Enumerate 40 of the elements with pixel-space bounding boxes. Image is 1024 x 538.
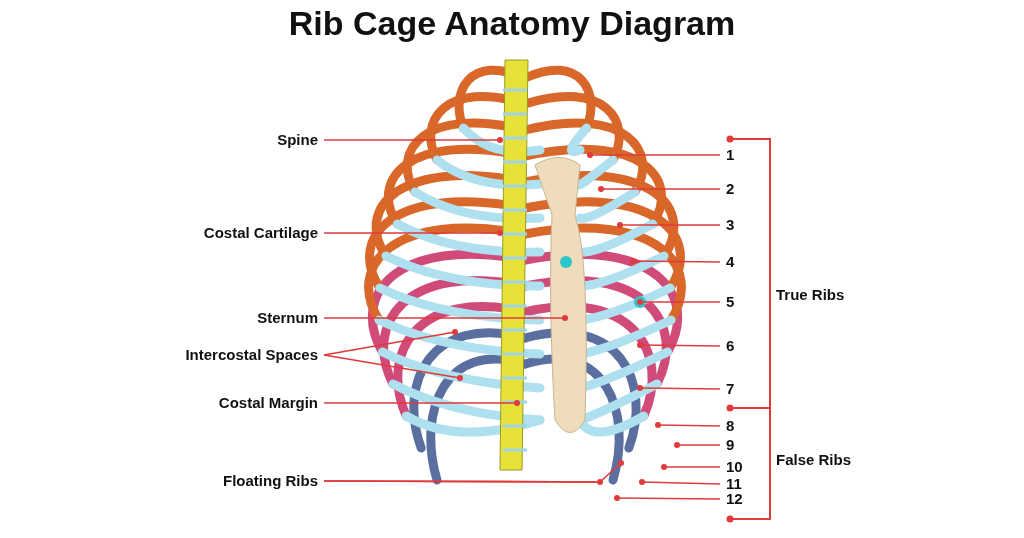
leader-line bbox=[637, 342, 721, 348]
leader-line bbox=[661, 464, 721, 470]
leader-line bbox=[639, 479, 721, 485]
leader-line bbox=[323, 315, 568, 321]
leader-line bbox=[323, 354, 463, 381]
leader-line bbox=[323, 230, 503, 236]
part-label: False Ribs bbox=[776, 451, 852, 469]
leader-line bbox=[323, 400, 520, 406]
part-label: Sternum bbox=[257, 309, 318, 327]
leader-line bbox=[617, 222, 721, 228]
leader-line bbox=[655, 422, 721, 428]
callout-number: 11 bbox=[726, 475, 742, 493]
leader-line bbox=[323, 329, 458, 356]
leader-line bbox=[598, 186, 721, 192]
callout-number: 12 bbox=[726, 490, 743, 508]
callout-number: 9 bbox=[726, 436, 735, 454]
leader-line bbox=[323, 137, 503, 143]
leader-line bbox=[323, 460, 624, 483]
callout-number: 6 bbox=[726, 337, 735, 355]
leader-line bbox=[674, 442, 721, 448]
part-label: Spine bbox=[277, 131, 318, 149]
callout-number: 4 bbox=[726, 253, 735, 271]
part-label: Intercostal Spaces bbox=[185, 346, 318, 364]
title: Rib Cage Anatomy Diagram bbox=[288, 4, 736, 43]
callout-number: 8 bbox=[726, 417, 735, 435]
leader-line bbox=[637, 299, 721, 305]
leader-line bbox=[614, 495, 721, 501]
leader-line bbox=[587, 152, 721, 158]
callout-number: 10 bbox=[726, 458, 743, 476]
part-label: Costal Margin bbox=[218, 394, 318, 412]
callout-number: 5 bbox=[726, 293, 735, 311]
leader-line bbox=[637, 385, 721, 391]
callout-number: 2 bbox=[726, 180, 735, 198]
callout-number: 3 bbox=[726, 216, 735, 234]
callout-number: 1 bbox=[726, 146, 735, 164]
part-label: Floating Ribs bbox=[223, 472, 318, 490]
leader-line bbox=[630, 258, 721, 264]
part-label: True Ribs bbox=[776, 286, 845, 304]
part-label: Costal Cartilage bbox=[203, 224, 318, 242]
callout-number: 7 bbox=[726, 380, 735, 398]
